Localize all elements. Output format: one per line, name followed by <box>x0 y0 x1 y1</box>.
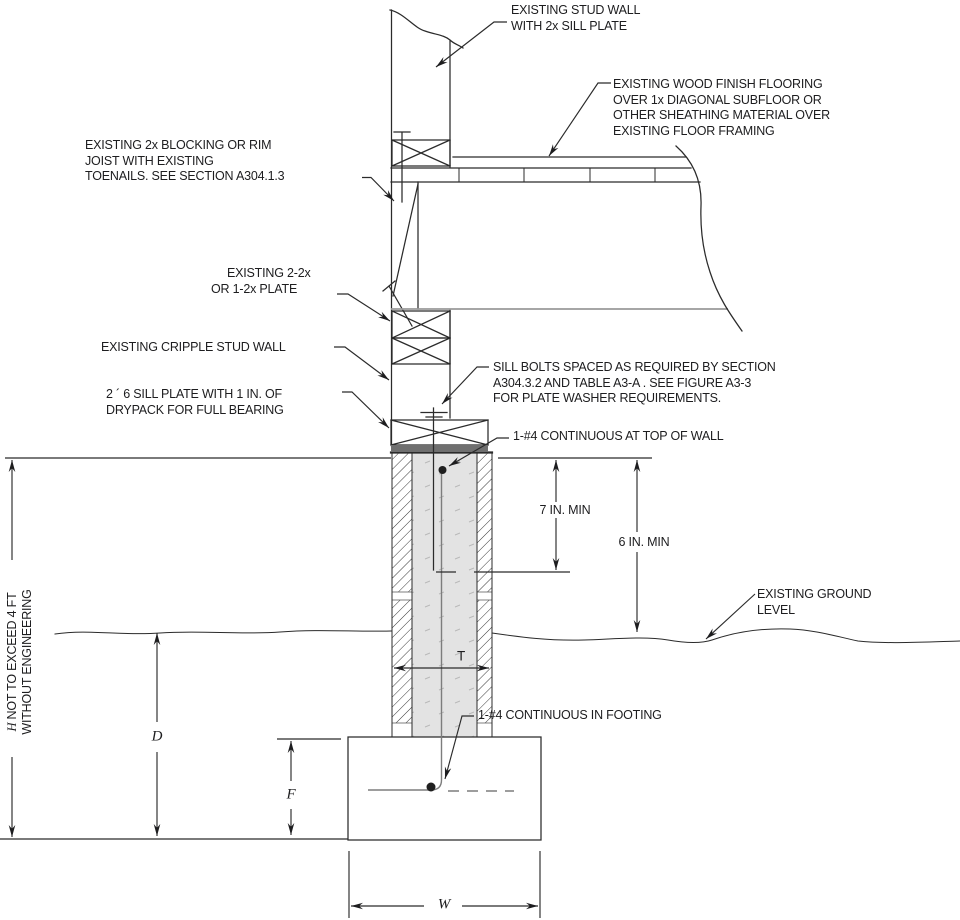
footing-outline <box>347 736 542 841</box>
dim-label-t: T <box>456 648 466 664</box>
label-rebar-top: 1-#4 CONTINUOUS AT TOP OF WALL <box>513 429 724 445</box>
label-rebar-footing: 1-#4 CONTINUOUS IN FOOTING <box>478 708 662 724</box>
ext-lines-w <box>348 851 541 918</box>
label-stud-wall: EXISTING STUD WALL WITH 2x SILL PLATE <box>511 3 640 34</box>
label-line: OTHER SHEATHING MATERIAL OVER <box>613 108 830 122</box>
ground-line-right <box>491 628 960 644</box>
hatch-strip-right-lower <box>477 600 492 723</box>
toenail-long <box>392 183 419 297</box>
label-cripple-wall: EXISTING CRIPPLE STUD WALL <box>101 340 286 356</box>
concrete-stem-wall <box>389 451 494 738</box>
ground-line-left <box>54 630 392 635</box>
dim-label-f: F <box>286 786 296 803</box>
leader-stud-wall <box>435 21 507 68</box>
label-line: 1-#4 CONTINUOUS AT TOP OF WALL <box>513 429 724 443</box>
label-line: EXISTING FLOOR FRAMING <box>613 123 775 138</box>
label-line: EXISTING GROUND <box>757 587 872 601</box>
leader-rebar-footing <box>444 715 474 780</box>
leader-flooring <box>548 82 611 157</box>
label-line: FOR PLATE WASHER REQUIREMENTS. <box>493 391 722 405</box>
label-flooring: EXISTING WOOD FINISH FLOORING OVER 1x DI… <box>613 77 830 139</box>
label-line: OR 1-2x PLATE <box>211 281 298 296</box>
ground-lines <box>54 628 960 644</box>
rim-joist-block <box>391 139 451 167</box>
label-line: 1-#4 CONTINUOUS IN FOOTING <box>478 708 662 722</box>
label-line: EXISTING 2-2x <box>227 266 311 280</box>
concrete-speckle <box>412 452 477 737</box>
subfloor-ticks <box>458 167 656 183</box>
label-sill-plate: 2 ´ 6 SILL PLATE WITH 1 IN. OF DRYPACK F… <box>106 387 284 418</box>
label-line: JOIST WITH EXISTING <box>85 153 214 168</box>
label-line: EXISTING STUD WALL <box>511 3 641 17</box>
dimension-lines <box>0 457 652 918</box>
hatch-strip-left-lower <box>392 600 412 723</box>
footing <box>347 472 542 841</box>
top-of-wall-rebar-dot <box>438 466 447 474</box>
wall-face-lines <box>391 451 493 738</box>
wall-break-squiggle <box>389 9 464 49</box>
hatch-strip-left-upper <box>392 453 412 592</box>
leader-blocking <box>362 176 395 202</box>
floor-anchor-bolt <box>393 131 411 203</box>
label-line: SILL BOLTS SPACED AS REQUIRED BY SECTION <box>493 360 776 374</box>
label-line: LEVEL <box>757 602 795 617</box>
subfloor-band <box>390 167 701 183</box>
label-blocking: EXISTING 2x BLOCKING OR RIM JOIST WITH E… <box>85 138 285 185</box>
dim-label-6in: 6 IN. MIN <box>618 535 670 549</box>
hatch-gap-edges <box>392 591 492 724</box>
label-line: EXISTING CRIPPLE STUD WALL <box>101 340 286 354</box>
leader-rebar-top <box>448 437 509 467</box>
label-plate: EXISTING 2-2x OR 1-2x PLATE <box>211 266 311 297</box>
dim-label-d: D <box>151 728 163 745</box>
double-plate-block-upper <box>391 310 451 339</box>
hatch-strip-right-upper <box>477 453 492 592</box>
label-sill-bolts: SILL BOLTS SPACED AS REQUIRED BY SECTION… <box>493 360 776 407</box>
toenail-short <box>382 280 413 327</box>
leader-plate <box>337 293 391 322</box>
label-height-note: H NOT TO EXCEED 4 FT WITHOUT ENGINEERING <box>5 557 35 767</box>
floor-assembly <box>390 145 743 332</box>
footing-rebar-dot <box>426 782 436 792</box>
leader-lines <box>334 21 756 780</box>
label-line: DRYPACK FOR FULL BEARING <box>106 402 284 417</box>
label-ground-level: EXISTING GROUND LEVEL <box>757 587 872 618</box>
drypack-band <box>391 445 488 452</box>
height-note-rest: NOT TO EXCEED 4 FT <box>5 592 19 723</box>
label-line: TOENAILS. SEE SECTION A304.1.3 <box>85 169 285 183</box>
dim-label-w: W <box>437 896 451 913</box>
leader-ground <box>705 593 756 640</box>
label-line: A304.3.2 AND TABLE A3-A . SEE FIGURE A3-… <box>493 375 752 390</box>
label-line: WITH 2x SILL PLATE <box>511 18 627 33</box>
double-plate-block-lower <box>391 337 451 365</box>
dim-label-7in: 7 IN. MIN <box>539 503 591 517</box>
label-line: EXISTING 2x BLOCKING OR RIM <box>85 138 272 152</box>
label-line: H NOT TO EXCEED 4 FT <box>5 557 20 767</box>
leader-sill-bolts <box>441 366 489 405</box>
sill-plate-block <box>390 419 489 446</box>
label-line: WITHOUT ENGINEERING <box>20 589 34 735</box>
sill-bolt-assembly <box>420 407 448 571</box>
floor-break-curve <box>675 145 743 332</box>
leader-sill-plate <box>342 391 390 429</box>
label-line: 2 ´ 6 SILL PLATE WITH 1 IN. OF <box>106 387 282 401</box>
height-note-h: H <box>5 722 19 732</box>
label-line: OVER 1x DIAGONAL SUBFLOOR OR <box>613 92 822 107</box>
leader-cripple-wall <box>334 346 390 381</box>
label-line: EXISTING WOOD FINISH FLOORING <box>613 77 823 91</box>
stud-wall-framing <box>382 9 489 447</box>
